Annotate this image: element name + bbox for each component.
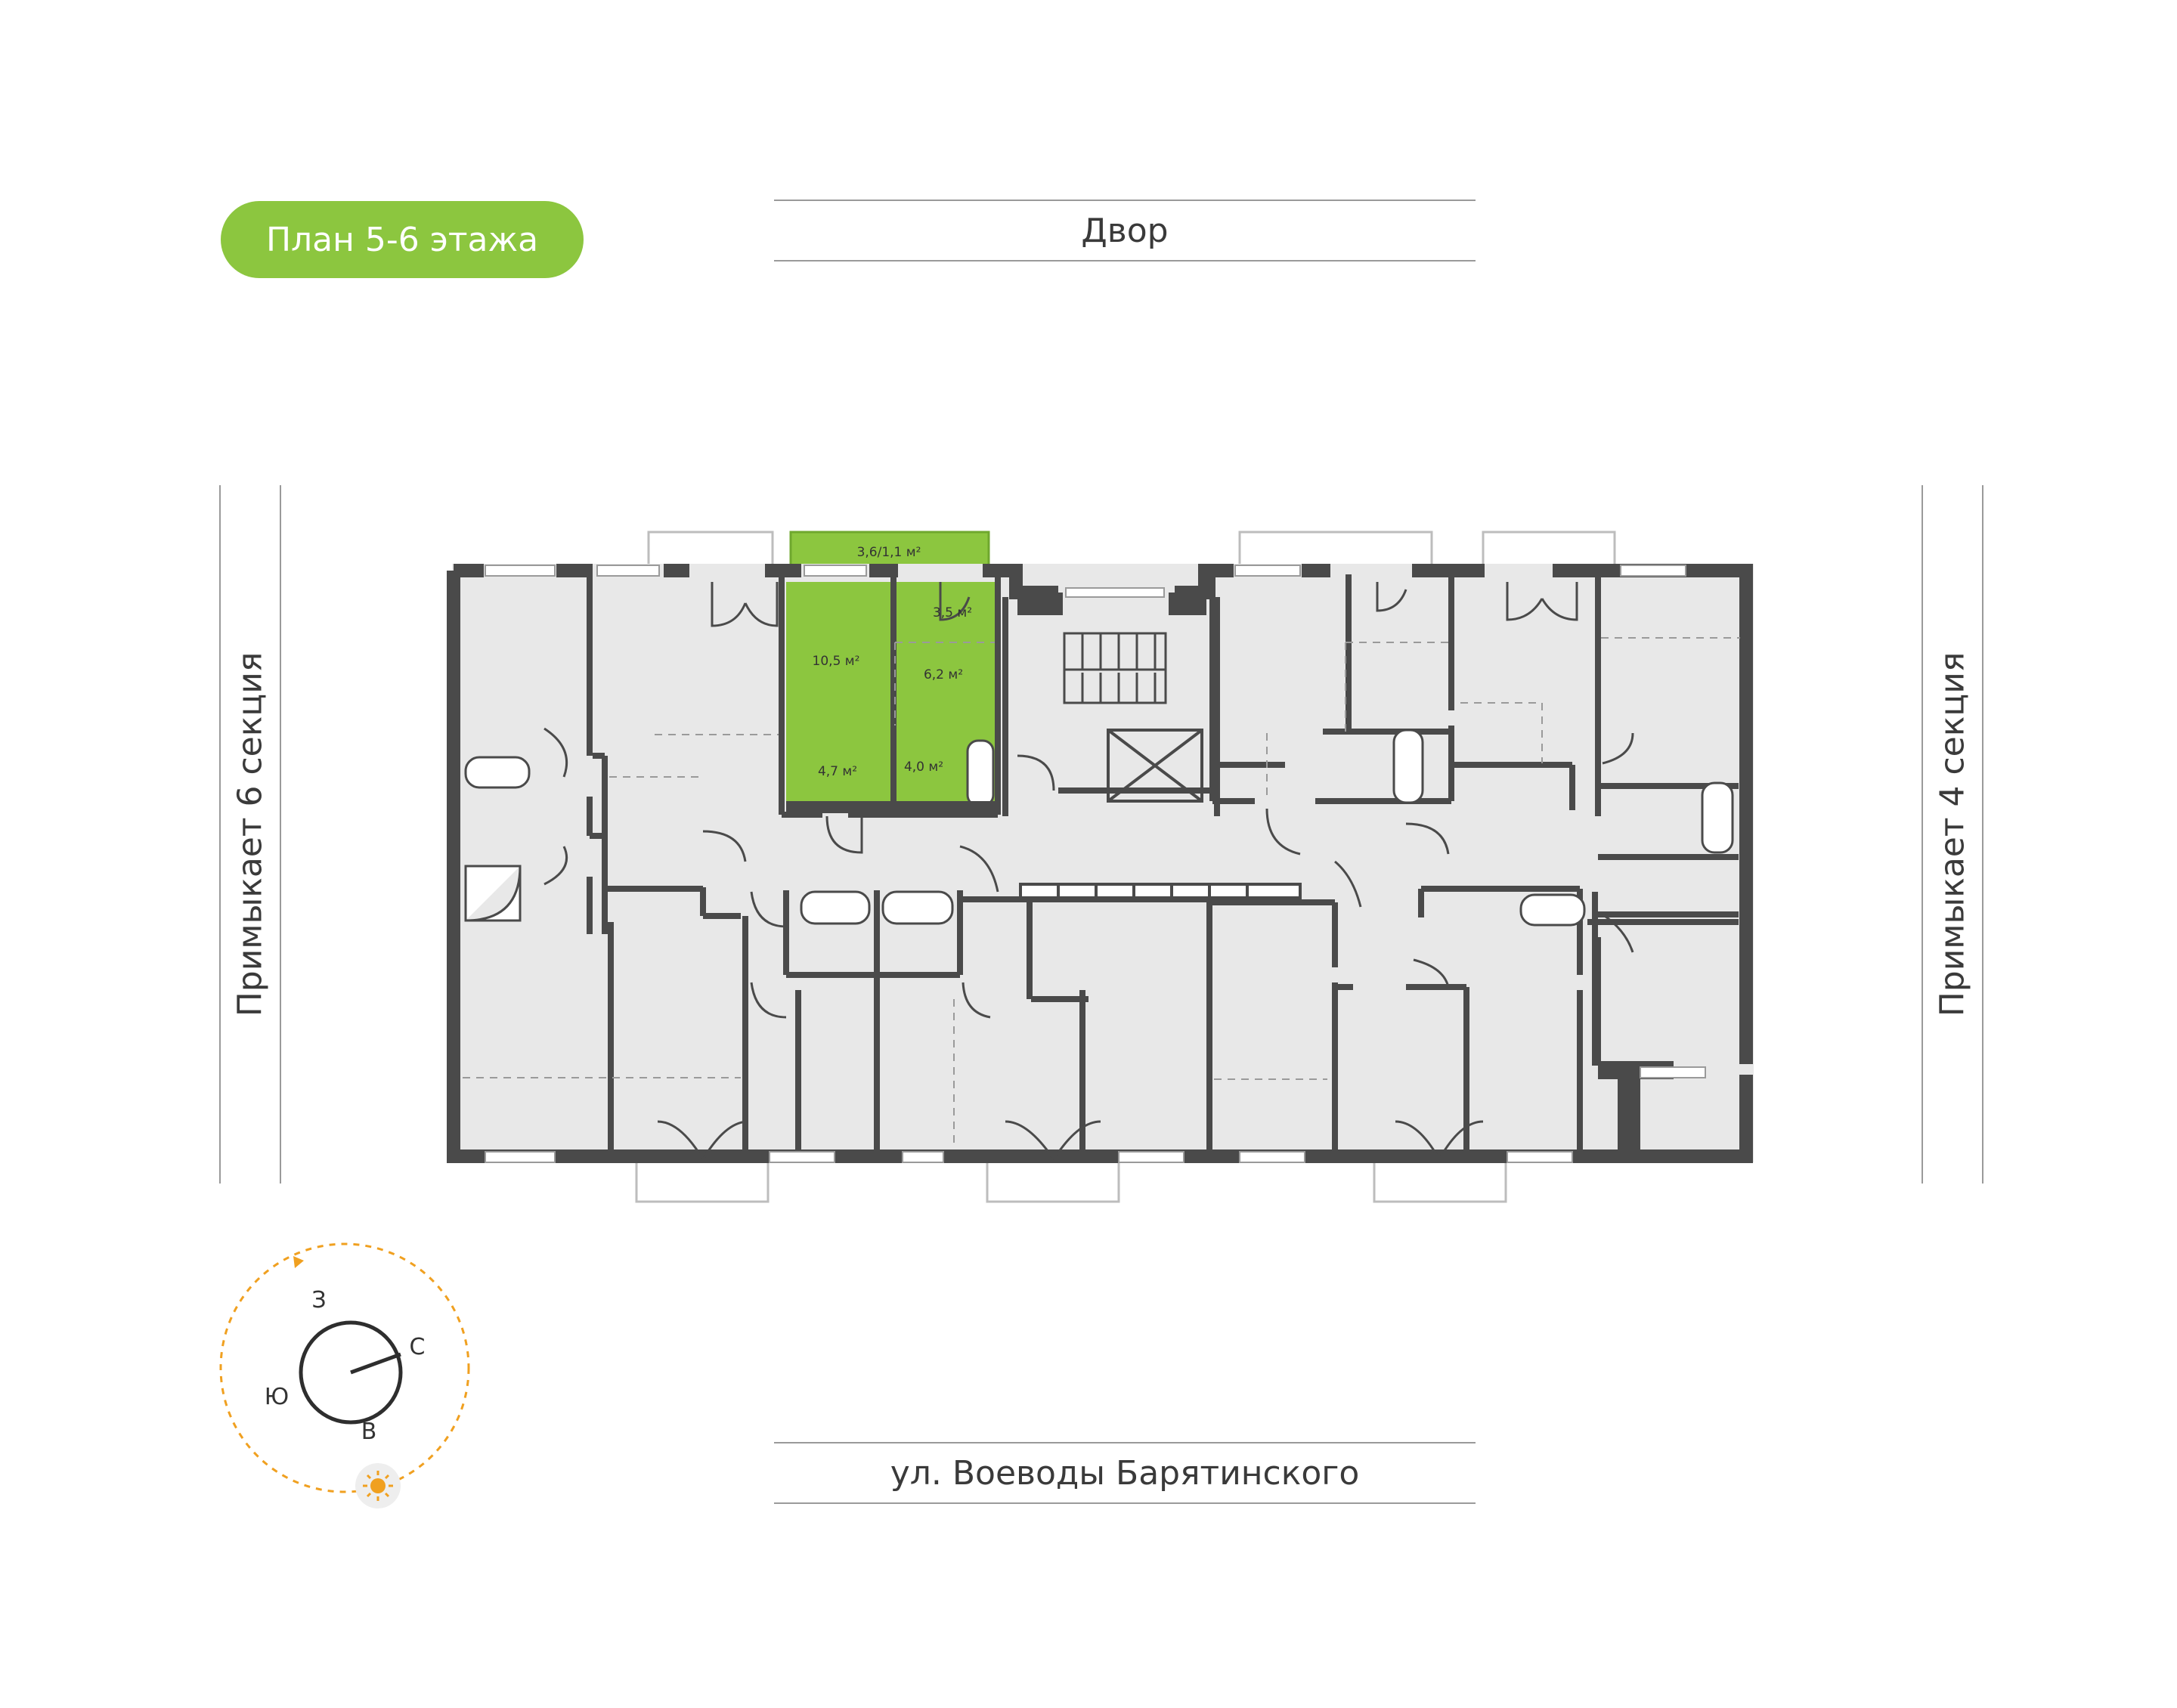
apartment-room-labels: 3,6/1,1 м² 10,5 м² 3,5 м² 6,2 м² 4,7 м² … bbox=[813, 545, 973, 779]
side-left: Примыкает 6 секция bbox=[219, 485, 281, 1184]
sun-icon bbox=[355, 1463, 401, 1508]
room-label-bathroom: 4,0 м² bbox=[904, 760, 943, 775]
street-top: Двор bbox=[774, 200, 1476, 261]
compass-north: С bbox=[410, 1334, 426, 1360]
bathroom-fixtures bbox=[464, 729, 1734, 927]
compass-east: В bbox=[361, 1419, 377, 1445]
street-top-label: Двор bbox=[1081, 211, 1169, 250]
apartment-bottom-wall bbox=[786, 801, 999, 813]
compass-west: З bbox=[311, 1287, 326, 1313]
sun-path-arrow bbox=[293, 1256, 304, 1268]
compass-south: Ю bbox=[265, 1384, 289, 1410]
corridor-vent bbox=[1019, 883, 1302, 899]
doors bbox=[543, 582, 1634, 1160]
street-bottom-label: ул. Воеводы Барятинского bbox=[890, 1453, 1360, 1493]
room-label-corridor: 4,7 м² bbox=[818, 764, 857, 779]
room-label-kitchen: 6,2 м² bbox=[924, 667, 963, 682]
compass: З С Ю В bbox=[219, 1242, 470, 1508]
outer-walls bbox=[447, 564, 1753, 1163]
room-label-balcony: 3,6/1,1 м² bbox=[857, 545, 921, 560]
room-label-room: 10,5 м² bbox=[813, 654, 860, 669]
sun-path bbox=[219, 1242, 470, 1493]
street-bottom: ул. Воеводы Барятинского bbox=[774, 1442, 1476, 1504]
dashed-zones bbox=[463, 637, 1740, 1143]
building-floor bbox=[452, 564, 1754, 1162]
side-right: Примыкает 4 секция bbox=[1922, 485, 1983, 1184]
stairwell bbox=[1063, 632, 1167, 704]
windows bbox=[485, 565, 1706, 1163]
bottom-balconies bbox=[635, 1155, 1507, 1203]
room-label-hall-small: 3,5 м² bbox=[933, 605, 972, 620]
floor-badge: План 5-6 этажа bbox=[221, 201, 584, 278]
compass-needle bbox=[350, 1352, 401, 1375]
